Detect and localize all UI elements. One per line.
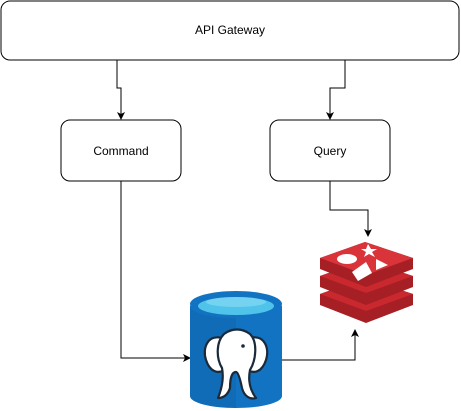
api-gateway-node[interactable]: API Gateway — [0, 0, 460, 61]
redis-cube-glyph — [352, 262, 372, 281]
query-node[interactable]: Query — [269, 119, 391, 182]
query-label: Query — [314, 144, 347, 158]
redis-star-glyph — [361, 244, 377, 257]
redis-ellipse-glyph — [337, 254, 357, 264]
redis-triangle-glyph — [376, 259, 388, 270]
edge-command-to-postgres — [120, 181, 191, 362]
command-label: Command — [93, 144, 148, 158]
elephant-logo — [203, 328, 269, 400]
redis-cache-icon[interactable] — [320, 242, 413, 323]
edge-gateway-to-query — [326, 60, 346, 120]
connectors — [116, 60, 372, 362]
edge-postgres-to-redis — [282, 329, 359, 361]
edge-gateway-to-command — [116, 60, 125, 120]
api-gateway-label: API Gateway — [195, 23, 265, 37]
postgresql-database-icon[interactable] — [190, 291, 282, 408]
edge-query-to-redis — [329, 181, 372, 237]
command-node[interactable]: Command — [60, 119, 182, 182]
